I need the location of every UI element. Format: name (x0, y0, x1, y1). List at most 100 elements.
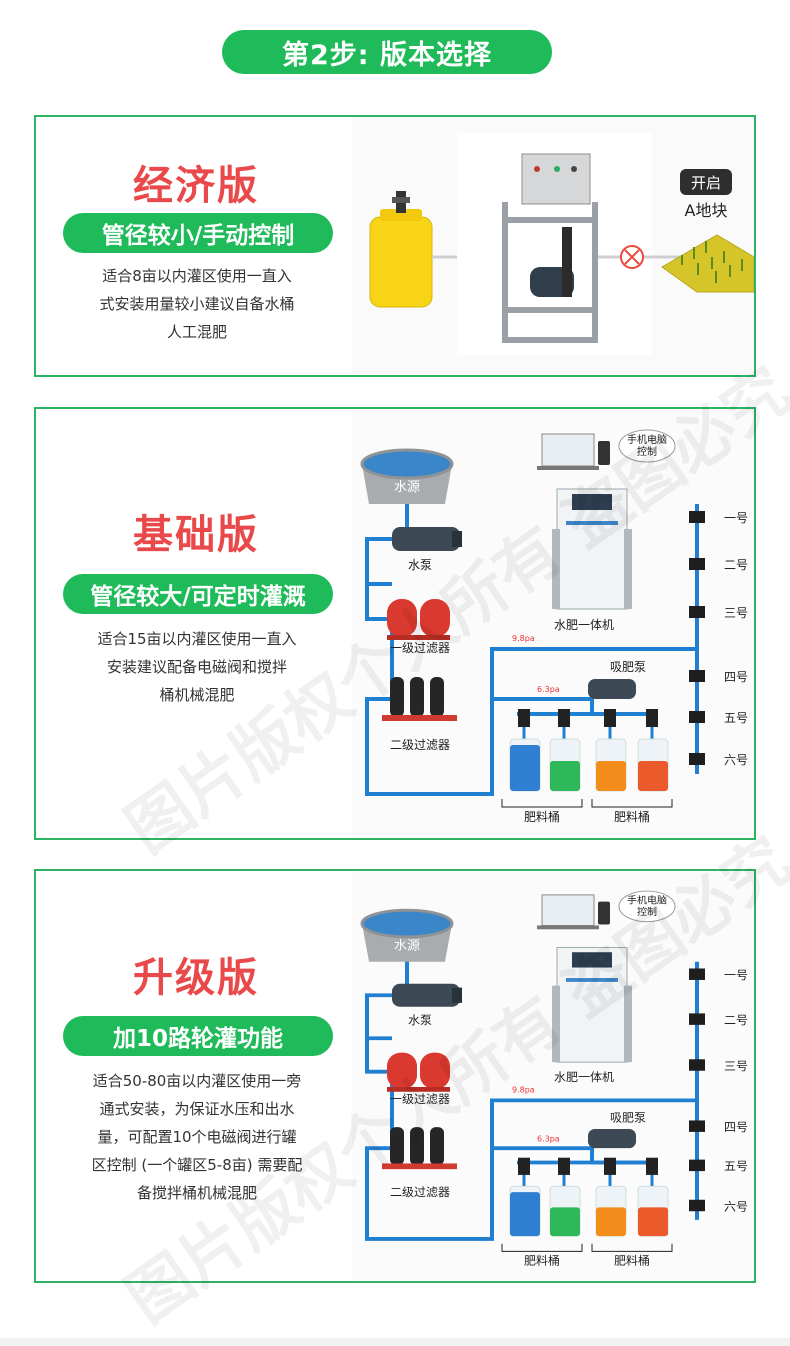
zone-valve-icon (689, 968, 705, 980)
desc-line: 式安装用量较小建议自备水桶 (99, 295, 295, 313)
zone-valve-icon (689, 558, 705, 570)
desc-line: 备搅拌桶机械混肥 (136, 1184, 257, 1202)
machine-label: 水肥一体机 (554, 1071, 614, 1085)
fertigation-machine-icon (552, 488, 632, 610)
zone-label: 三号 (724, 1059, 748, 1073)
version-feature-pill: 加10路轮灌功能 (63, 1016, 333, 1056)
water-source-icon (360, 908, 454, 962)
fertilizer-bucket-icon (509, 738, 541, 792)
pressure-label: 9.8pa (512, 634, 535, 643)
fertilizer-bucket-icon (637, 1185, 669, 1237)
zone-valve-icon (689, 753, 705, 765)
version-description: 适合8亩以内灌区使用一直入 式安装用量较小建议自备水桶 人工混肥 (64, 262, 330, 346)
solenoid-valve-icon (558, 1157, 570, 1175)
zone-valve-icon (689, 1013, 705, 1025)
phone-pc-label: 手机电脑 (627, 433, 667, 446)
zone-label: 五号 (724, 1159, 748, 1173)
version-title: 升级版 (133, 955, 259, 1001)
desc-line: 适合15亩以内灌区使用一直入 (97, 630, 297, 648)
solenoid-valve-icon (558, 709, 570, 727)
desc-line: 桶机械混肥 (159, 686, 235, 704)
filter1-label: 一级过滤器 (390, 1092, 450, 1106)
version-description: 适合50-80亩以内灌区使用一旁 通式安装，为保证水压和出水 量，可配置10个电… (64, 1067, 330, 1207)
zone-valve-icon (689, 1059, 705, 1071)
version-feature-text: 管径较小/手动控制 (101, 223, 295, 249)
laptop-phone-icon (537, 894, 610, 930)
secondary-filter-icon (382, 1127, 457, 1170)
suction-pump-icon (588, 679, 636, 699)
water-pump-icon (392, 527, 462, 551)
machine-label: 水肥一体机 (554, 618, 614, 632)
desc-line: 适合50-80亩以内灌区使用一旁 (92, 1072, 302, 1090)
fertilizer-bucket-icon (509, 1185, 541, 1237)
step-title: 第2步: 版本选择 (282, 39, 492, 71)
card-economy-version[interactable]: 经济版 管径较小/手动控制 适合8亩以内灌区使用一直入 式安装用量较小建议自备水… (34, 115, 756, 377)
water-pump-icon (392, 983, 462, 1007)
zone-label: 二号 (724, 558, 748, 572)
open-label: 开启 (691, 174, 721, 192)
filter2-label: 二级过滤器 (390, 738, 450, 752)
fertilizer-bucket-icon (637, 738, 669, 792)
pressure-label: 6.3pa (537, 1135, 560, 1144)
step-title-banner: 第2步: 版本选择 (222, 30, 552, 74)
version-title: 经济版 (133, 163, 259, 209)
filter1-label: 一级过滤器 (390, 641, 450, 655)
version-feature-pill: 管径较大/可定时灌溉 (63, 574, 333, 614)
fertigation-machine-icon (552, 946, 632, 1063)
card-upgrade-version[interactable]: 升级版 加10路轮灌功能 适合50-80亩以内灌区使用一旁 通式安装，为保证水压… (34, 869, 756, 1283)
primary-filter-icon (387, 1052, 450, 1092)
desc-line: 人工混肥 (166, 323, 227, 341)
primary-filter-icon (387, 599, 450, 640)
zone-valve-icon (689, 1120, 705, 1132)
solenoid-valve-icon (604, 1157, 616, 1175)
suction-pump-label: 吸肥泵 (610, 660, 646, 674)
bucket-label: 肥料桶 (614, 1254, 650, 1268)
solenoid-valve-icon (518, 1157, 530, 1175)
crop-field-icon (661, 234, 754, 293)
pump-label: 水泵 (408, 558, 432, 572)
zone-valve-icon (689, 606, 705, 618)
fertilizer-bucket-icon (595, 738, 627, 792)
secondary-filter-icon (382, 677, 457, 721)
pump-label: 水泵 (408, 1013, 432, 1027)
zone-label: 四号 (724, 670, 748, 684)
zone-label: 三号 (724, 606, 748, 620)
version-feature-pill: 管径较小/手动控制 (63, 213, 333, 253)
zone-label: 四号 (724, 1120, 748, 1134)
pressure-label: 6.3pa (537, 685, 560, 694)
phone-pc-label: 手机电脑 (627, 894, 667, 907)
fertilizer-bucket-icon (595, 1185, 627, 1237)
zone-label: 五号 (724, 711, 748, 725)
laptop-phone-icon (537, 433, 610, 470)
bucket-label: 肥料桶 (524, 1254, 560, 1268)
control-label: 控制 (637, 905, 657, 918)
solenoid-valve-icon (646, 709, 658, 727)
version-feature-text: 管径较大/可定时灌溉 (90, 584, 306, 610)
water-source-label: 水源 (394, 938, 420, 953)
zone-label: 六号 (724, 753, 748, 767)
zone-label: 一号 (724, 511, 748, 525)
solenoid-valve-icon (646, 1157, 658, 1175)
version-description: 适合15亩以内灌区使用一直入 安装建议配备电磁阀和搅拌 桶机械混肥 (64, 625, 330, 709)
card-basic-version[interactable]: 基础版 管径较大/可定时灌溉 适合15亩以内灌区使用一直入 安装建议配备电磁阀和… (34, 407, 756, 840)
system-diagram: 水源水泵一级过滤器二级过滤器手机电脑控制水肥一体机9.8pa6.3pa吸肥泵肥料… (352, 871, 754, 1281)
suction-pump-label: 吸肥泵 (610, 1111, 646, 1125)
control-label: 控制 (637, 445, 657, 458)
filter2-label: 二级过滤器 (390, 1185, 450, 1199)
zone-valve-icon (689, 670, 705, 682)
water-source-icon (360, 448, 454, 504)
zone-label: 二号 (724, 1013, 748, 1027)
desc-line: 量，可配置10个电磁阀进行罐 (97, 1128, 297, 1146)
desc-line: 安装建议配备电磁阀和搅拌 (106, 658, 287, 676)
bottom-strip (0, 1338, 790, 1346)
field-label: A地块 (685, 201, 728, 220)
zone-label: 一号 (724, 968, 748, 982)
solenoid-valve-icon (604, 709, 616, 727)
economy-illustration: 开启 A地块 (352, 117, 754, 375)
water-source-label: 水源 (394, 480, 420, 495)
bucket-label: 肥料桶 (614, 809, 650, 824)
zone-valve-icon (689, 1159, 705, 1172)
prohibited-icon (598, 245, 682, 269)
zone-valve-icon (689, 711, 705, 723)
fertilizer-bucket-icon (549, 738, 581, 792)
